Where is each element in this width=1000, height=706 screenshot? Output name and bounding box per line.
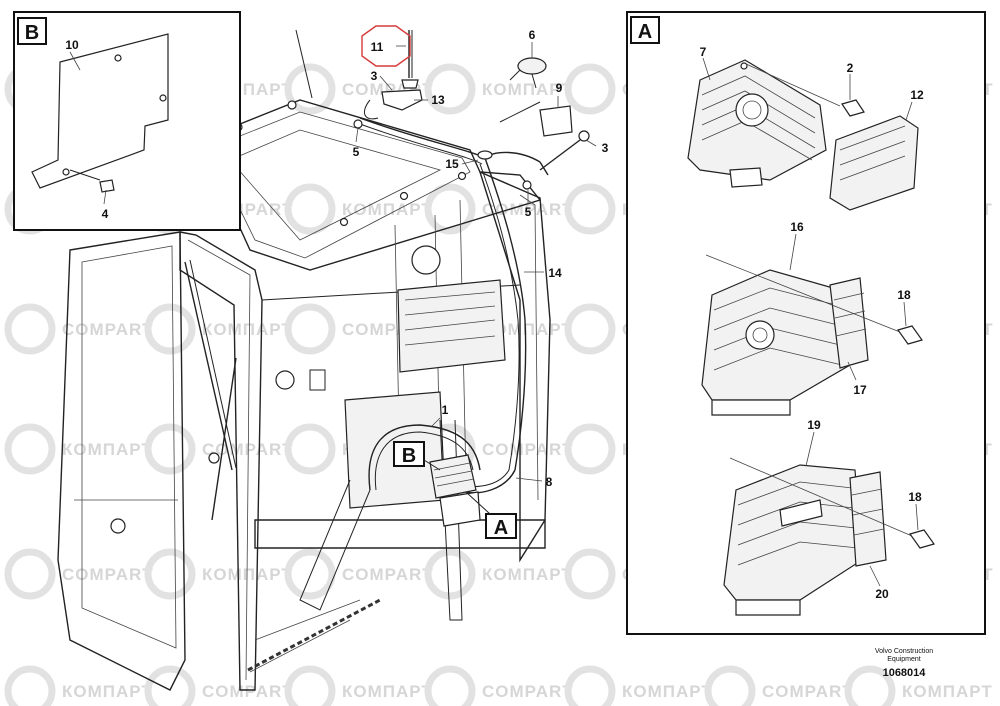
watermark-logo-ring: [4, 665, 56, 706]
cover-12: [829, 115, 919, 211]
watermark-logo-ring: [564, 63, 616, 115]
assembly-19-20: [723, 464, 887, 616]
watermark-logo-ring: [284, 548, 336, 600]
watermark-text: КОМПАРТ: [622, 682, 713, 701]
watermark-text: КОМПАРТ: [482, 80, 573, 99]
callout-3-right: 3: [602, 141, 609, 155]
watermark-logo-ring: [284, 303, 336, 355]
watermark-text: COMPART: [482, 682, 574, 701]
wire-harness-14: [359, 117, 549, 494]
watermark-text: КОМПАРТ: [482, 565, 573, 584]
watermark-text: COMPART: [762, 682, 854, 701]
footer-block: Volvo Construction Equipment 1068014: [875, 648, 933, 679]
watermark-logo-ring: [4, 548, 56, 600]
watermark-logo-ring: [284, 183, 336, 235]
watermark-text: COMPART: [482, 200, 574, 219]
leader-lines: [69, 42, 919, 587]
watermark-logo-ring: [424, 548, 476, 600]
watermark-logo-ring: [564, 423, 616, 475]
callout-16: 16: [790, 220, 804, 234]
watermark-text: COMPART: [62, 320, 154, 339]
highlight-hexagon-11: [361, 25, 411, 67]
watermark-logo-ring: [564, 303, 616, 355]
watermark-text: COMPART: [202, 682, 294, 701]
watermark-logo-ring: [564, 665, 616, 706]
callout-labels: 10 4 11 3 13 5 6 9 3 15 5 14 1 8 7 2 12 …: [65, 28, 924, 601]
detail-panel-b: B: [13, 11, 241, 231]
parts-top: [353, 30, 590, 190]
callout-8: 8: [546, 475, 553, 489]
callout-5-left: 5: [353, 145, 360, 159]
watermark-logo-ring: [144, 303, 196, 355]
watermark-text: COMPART: [202, 440, 294, 459]
callout-7: 7: [700, 45, 707, 59]
screw-18b: [909, 529, 935, 549]
svg-text:B: B: [402, 445, 416, 467]
callout-1: 1: [442, 403, 449, 417]
watermark-text: COMPART: [62, 565, 154, 584]
watermark-logo-ring: [284, 63, 336, 115]
callout-18-upper: 18: [897, 288, 911, 302]
watermark-logo-ring: [4, 303, 56, 355]
screw-18a: [897, 325, 923, 345]
part-1-cable-assembly: [368, 424, 481, 527]
callout-5-right: 5: [525, 205, 532, 219]
callout-18-lower: 18: [908, 490, 922, 504]
callout-14: 14: [548, 266, 562, 280]
callout-19: 19: [807, 418, 821, 432]
watermark-text: COMPART: [342, 565, 434, 584]
callout-13: 13: [431, 93, 445, 107]
callout-17: 17: [853, 383, 867, 397]
watermark-logo-ring: [284, 423, 336, 475]
assembly-16-17: [701, 269, 869, 416]
callout-15: 15: [445, 157, 459, 171]
panel-a-letter: A: [638, 21, 652, 43]
watermark-text: КОМПАРТ: [62, 682, 153, 701]
callout-9: 9: [556, 81, 563, 95]
view-marker-b: B: [393, 441, 441, 471]
watermark-logo-ring: [844, 665, 896, 706]
watermark-text: КОМПАРТ: [342, 682, 433, 701]
callout-10: 10: [65, 38, 79, 52]
watermark-logo-ring: [284, 665, 336, 706]
cover-plate-10: [31, 33, 169, 189]
watermark-logo-ring: [424, 63, 476, 115]
footer-brand-line-1: Volvo Construction: [875, 648, 933, 655]
callout-3-top: 3: [371, 69, 378, 83]
drawing-number: 1068014: [883, 667, 927, 679]
detail-panel-a: A: [626, 11, 986, 635]
watermark-logo-ring: [4, 423, 56, 475]
footer-brand-line-2: Equipment: [887, 656, 921, 663]
screw-4: [99, 179, 115, 193]
view-marker-a: A: [465, 491, 517, 539]
watermark-logo-ring: [564, 183, 616, 235]
cab-frame-illustration: [57, 29, 551, 691]
watermark-logo-ring: [424, 665, 476, 706]
svg-text:A: A: [494, 517, 508, 539]
callout-2: 2: [847, 61, 854, 75]
watermark-logo-ring: [704, 665, 756, 706]
watermark-text: КОМПАРТ: [342, 200, 433, 219]
callout-4: 4: [102, 207, 109, 221]
watermark-logo-ring: [564, 548, 616, 600]
watermark-text: КОМПАРТ: [62, 440, 153, 459]
watermark-text: КОМПАРТ: [902, 682, 993, 701]
watermark-text: КОМПАРТ: [202, 320, 293, 339]
callout-6: 6: [529, 28, 536, 42]
watermark-text: COMPART: [482, 440, 574, 459]
panel-b-letter: B: [25, 22, 39, 44]
callout-20: 20: [875, 587, 889, 601]
watermark-logo-ring: [144, 665, 196, 706]
screw-2: [841, 99, 865, 117]
callout-12: 12: [910, 88, 924, 102]
housing-7: [687, 59, 827, 188]
watermark-logo-ring: [424, 183, 476, 235]
watermark-logo-ring: [144, 548, 196, 600]
callout-11: 11: [371, 40, 384, 54]
watermark-logo-ring: [144, 423, 196, 475]
